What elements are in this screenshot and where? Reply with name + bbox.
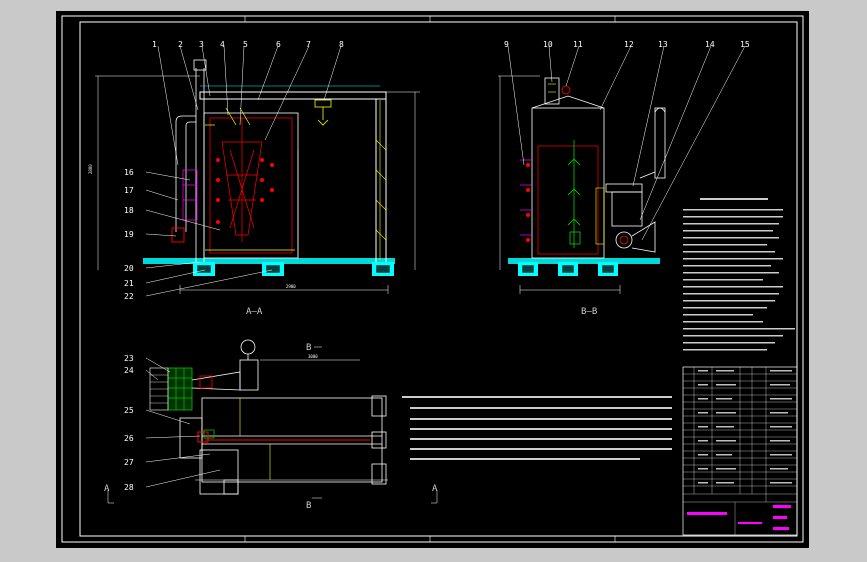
balloon-7: 7 [306, 40, 311, 49]
dim-front-width: 2900 [286, 284, 296, 289]
balloon-6: 6 [276, 40, 281, 49]
dim-plan-width: 3000 [308, 354, 318, 359]
balloon-28: 28 [124, 483, 134, 492]
balloon-15: 15 [740, 40, 750, 49]
section-aa-label: A—A [246, 307, 263, 317]
section-labels: A—A B—B B B A A [104, 307, 597, 511]
balloon-9: 9 [504, 40, 509, 49]
balloon-2: 2 [178, 40, 183, 49]
balloon-18: 18 [124, 206, 134, 215]
balloon-13: 13 [658, 40, 668, 49]
title-block [682, 366, 798, 536]
balloon-21: 21 [124, 279, 134, 288]
balloon-19: 19 [124, 230, 134, 239]
section-b-top: B [306, 343, 311, 353]
balloon-8: 8 [339, 40, 344, 49]
section-bb-label: B—B [581, 307, 597, 317]
view-bb [498, 45, 746, 294]
balloon-27: 27 [124, 458, 134, 467]
outer-frame [61, 15, 804, 543]
balloon-16: 16 [124, 168, 134, 177]
balloon-23: 23 [124, 354, 134, 363]
balloon-4: 4 [220, 40, 225, 49]
balloon-14: 14 [705, 40, 715, 49]
balloon-12: 12 [624, 40, 634, 49]
balloon-10: 10 [543, 40, 553, 49]
balloon-5: 5 [243, 40, 248, 49]
balloon-20: 20 [124, 264, 134, 273]
section-b-bottom: B [306, 501, 311, 511]
view-aa [95, 45, 420, 297]
dimension-text: 2900 2880 3000 [88, 164, 318, 359]
dim-front-height: 2880 [88, 164, 93, 174]
frame-ticks [244, 16, 616, 542]
balloon-11: 11 [573, 40, 583, 49]
balloon-24: 24 [124, 366, 134, 375]
balloon-26: 26 [124, 434, 134, 443]
view-plan [107, 339, 438, 504]
balloon-3: 3 [199, 40, 204, 49]
balloon-22: 22 [124, 292, 134, 301]
parameter-list [683, 198, 795, 351]
balloon-17: 17 [124, 186, 134, 195]
section-a-right: A [432, 484, 438, 494]
balloon-labels: 1 2 3 4 5 6 7 8 9 10 11 12 13 14 15 16 1… [124, 40, 750, 492]
inner-frame [79, 21, 798, 537]
section-a-left: A [104, 484, 110, 494]
balloon-25: 25 [124, 406, 134, 415]
balloon-1: 1 [152, 40, 157, 49]
technical-notes [402, 396, 672, 460]
